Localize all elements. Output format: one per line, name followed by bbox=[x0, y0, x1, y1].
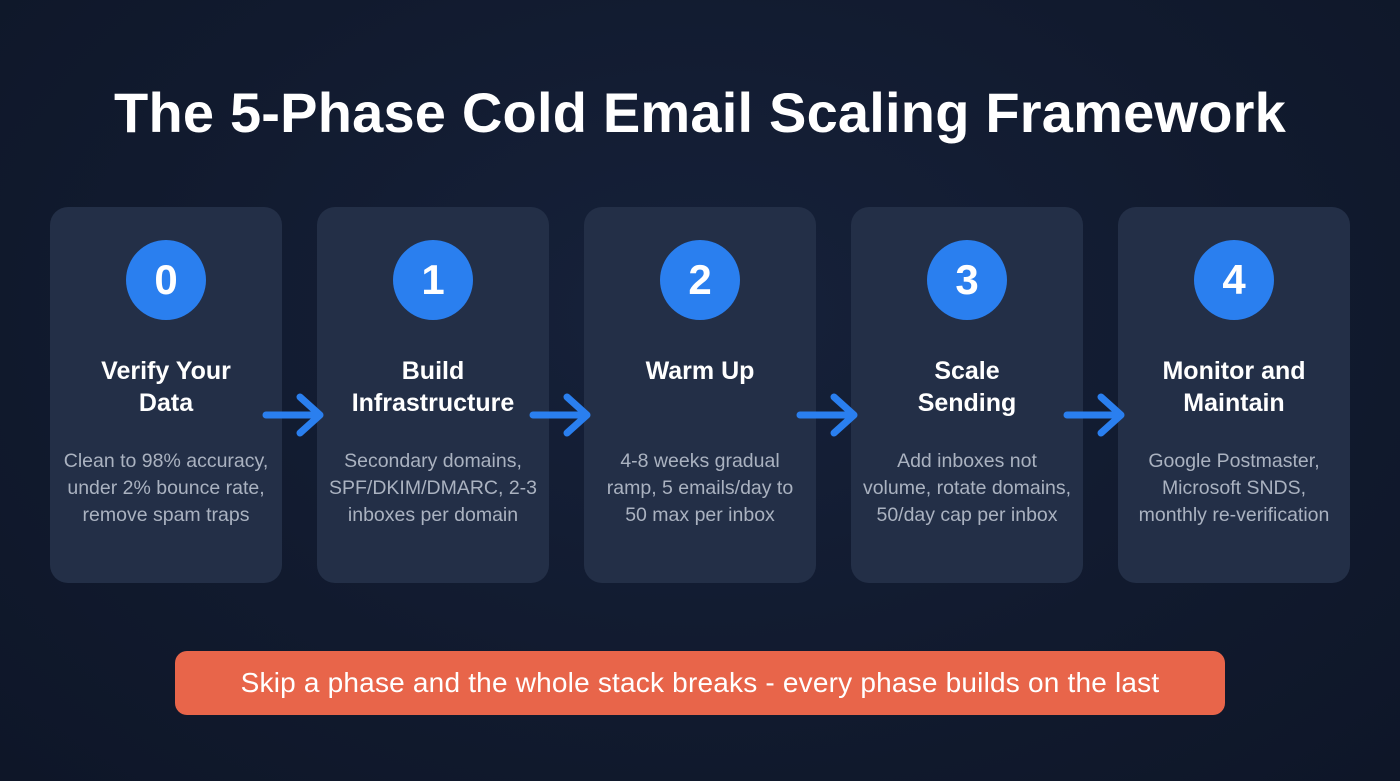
footer-warning-banner: Skip a phase and the whole stack breaks … bbox=[175, 651, 1225, 715]
phase-description: Google Postmaster, Microsoft SNDS, month… bbox=[1138, 450, 1330, 526]
phase-title-line: Data bbox=[138, 389, 194, 417]
phase-title: Verify Your Data bbox=[50, 355, 282, 419]
phase-description: Clean to 98% accuracy, under 2% bounce r… bbox=[63, 450, 269, 526]
phase-number-badge: 0 bbox=[126, 240, 206, 320]
phase-title-line: Sending bbox=[917, 389, 1017, 417]
phase-card-3: 3 Scale Sending Add inboxes not volume, … bbox=[851, 207, 1083, 583]
phase-title: Build Infrastructure bbox=[317, 355, 549, 419]
phase-card-2: 2 Warm Up 4-8 weeks gradual ramp, 5 emai… bbox=[584, 207, 816, 583]
phase-title: Scale Sending bbox=[851, 355, 1083, 419]
phase-title-line: Maintain bbox=[1183, 389, 1285, 417]
phase-number-badge: 1 bbox=[393, 240, 473, 320]
phase-title-line: Scale bbox=[934, 357, 1000, 385]
phase-title: Warm Up bbox=[584, 355, 816, 387]
phase-card-1: 1 Build Infrastructure Secondary domains… bbox=[317, 207, 549, 583]
phase-title-line: Build bbox=[401, 357, 465, 385]
phase-description: Secondary domains, SPF/DKIM/DMARC, 2-3 i… bbox=[328, 450, 538, 526]
phase-description: Add inboxes not volume, rotate domains, … bbox=[862, 450, 1072, 526]
arrow-right-icon bbox=[262, 393, 324, 437]
arrow-right-icon bbox=[796, 393, 858, 437]
phase-card-0: 0 Verify Your Data Clean to 98% accuracy… bbox=[50, 207, 282, 583]
phase-title-line: Monitor and bbox=[1162, 357, 1306, 385]
phase-number-badge: 2 bbox=[660, 240, 740, 320]
arrow-right-icon bbox=[529, 393, 591, 437]
page-title: The 5-Phase Cold Email Scaling Framework bbox=[114, 81, 1286, 144]
phase-number-badge: 3 bbox=[927, 240, 1007, 320]
arrow-right-icon bbox=[1063, 393, 1125, 437]
phase-title: Monitor and Maintain bbox=[1118, 355, 1350, 419]
phase-title-line: Infrastructure bbox=[351, 389, 515, 417]
phase-title-line: Warm Up bbox=[645, 357, 755, 385]
phase-title-line: Verify Your bbox=[101, 357, 231, 385]
footer-banner-text: Skip a phase and the whole stack breaks … bbox=[240, 667, 1160, 698]
phase-number-badge: 4 bbox=[1194, 240, 1274, 320]
phase-description: 4-8 weeks gradual ramp, 5 emails/day to … bbox=[606, 450, 794, 526]
phase-card-4: 4 Monitor and Maintain Google Postmaster… bbox=[1118, 207, 1350, 583]
